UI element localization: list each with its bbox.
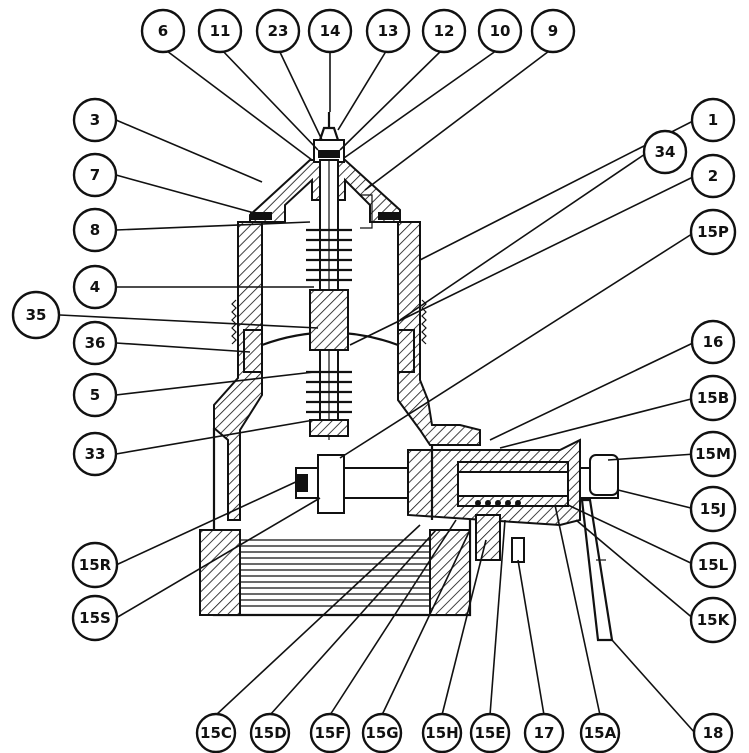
svg-text:4: 4 xyxy=(90,278,100,296)
svg-text:10: 10 xyxy=(490,22,511,40)
callout-33: 33 xyxy=(72,431,118,477)
svg-text:15S: 15S xyxy=(79,609,111,627)
callout-15R: 15R xyxy=(71,541,119,589)
spring-guide xyxy=(309,289,349,351)
callout-15B: 15B xyxy=(689,374,737,422)
svg-text:15K: 15K xyxy=(697,611,731,629)
svg-text:18: 18 xyxy=(703,724,724,742)
svg-text:15P: 15P xyxy=(697,223,729,241)
svg-text:23: 23 xyxy=(268,22,289,40)
svg-text:15F: 15F xyxy=(314,724,345,742)
lever-handle xyxy=(580,498,614,642)
svg-text:5: 5 xyxy=(90,386,100,404)
seat-ring xyxy=(243,329,263,373)
callout-3: 3 xyxy=(72,97,118,143)
callout-34: 34 xyxy=(642,129,688,175)
svg-text:15B: 15B xyxy=(697,389,729,407)
callout-12: 12 xyxy=(421,8,467,54)
body-right-wall xyxy=(397,221,481,446)
callout-10: 10 xyxy=(477,8,523,54)
svg-text:33: 33 xyxy=(85,445,106,463)
callout-9: 9 xyxy=(530,8,576,54)
callout-2: 2 xyxy=(690,153,736,199)
left-gasket xyxy=(250,212,272,220)
callout-15A: 15A xyxy=(579,712,621,753)
callout-17: 17 xyxy=(523,712,565,753)
svg-text:15C: 15C xyxy=(200,724,232,742)
callout-15L: 15L xyxy=(689,541,737,589)
svg-text:15A: 15A xyxy=(584,724,617,742)
svg-text:2: 2 xyxy=(708,167,718,185)
callout-15F: 15F xyxy=(309,712,351,753)
callout-11: 11 xyxy=(197,8,243,54)
svg-text:15D: 15D xyxy=(253,724,286,742)
callout-15G: 15G xyxy=(361,712,403,753)
cam-block xyxy=(317,454,345,514)
svg-text:9: 9 xyxy=(548,22,558,40)
callout-7: 7 xyxy=(72,152,118,198)
packing-rings xyxy=(475,500,521,506)
svg-text:16: 16 xyxy=(703,333,724,351)
callout-15K: 15K xyxy=(689,596,737,644)
set-screw xyxy=(511,537,525,563)
svg-text:15R: 15R xyxy=(79,556,112,574)
svg-text:8: 8 xyxy=(90,221,100,239)
callouts: 6 11 23 14 13 12 10 9 3 7 8 4 35 36 5 33… xyxy=(11,8,737,753)
svg-text:15M: 15M xyxy=(695,445,731,463)
callout-1: 1 xyxy=(690,97,736,143)
lower-plug xyxy=(309,419,349,437)
callout-5: 5 xyxy=(72,372,118,418)
svg-text:7: 7 xyxy=(90,166,100,184)
callout-14: 14 xyxy=(307,8,353,54)
svg-text:15J: 15J xyxy=(700,500,726,518)
svg-text:11: 11 xyxy=(210,22,231,40)
callout-15P: 15P xyxy=(689,208,737,256)
svg-text:1: 1 xyxy=(708,111,718,129)
callout-35: 35 xyxy=(11,290,61,340)
shaft-end-cap xyxy=(589,454,619,496)
callout-15M: 15M xyxy=(689,430,737,478)
callout-8: 8 xyxy=(72,207,118,253)
callout-4: 4 xyxy=(72,264,118,310)
callout-36: 36 xyxy=(72,320,118,366)
callout-15H: 15H xyxy=(421,712,463,753)
callout-15D: 15D xyxy=(249,712,291,753)
callout-13: 13 xyxy=(365,8,411,54)
svg-text:12: 12 xyxy=(434,22,455,40)
upper-spring xyxy=(306,228,352,282)
callout-23: 23 xyxy=(255,8,301,54)
lower-spring xyxy=(306,370,352,414)
callout-18: 18 xyxy=(692,712,734,753)
svg-text:17: 17 xyxy=(534,724,555,742)
lower-threads xyxy=(199,529,471,616)
callout-15E: 15E xyxy=(469,712,511,753)
callout-6: 6 xyxy=(140,8,186,54)
valve-assembly-drawing xyxy=(199,112,619,642)
svg-text:15E: 15E xyxy=(474,724,505,742)
svg-text:35: 35 xyxy=(26,306,47,324)
svg-text:14: 14 xyxy=(320,22,341,40)
svg-text:15L: 15L xyxy=(698,556,729,574)
leader-lines xyxy=(59,47,696,734)
svg-text:13: 13 xyxy=(378,22,399,40)
right-gasket xyxy=(378,212,400,220)
upper-threads xyxy=(231,299,427,345)
callout-15C: 15C xyxy=(195,712,237,753)
svg-text:34: 34 xyxy=(655,143,676,161)
svg-text:3: 3 xyxy=(90,111,100,129)
shaft-left-nut xyxy=(296,474,308,492)
svg-text:6: 6 xyxy=(158,22,168,40)
callout-16: 16 xyxy=(690,319,736,365)
svg-text:36: 36 xyxy=(85,334,106,352)
callout-15S: 15S xyxy=(71,594,119,642)
svg-text:15G: 15G xyxy=(365,724,398,742)
svg-text:15H: 15H xyxy=(425,724,458,742)
callout-15J: 15J xyxy=(689,485,737,533)
